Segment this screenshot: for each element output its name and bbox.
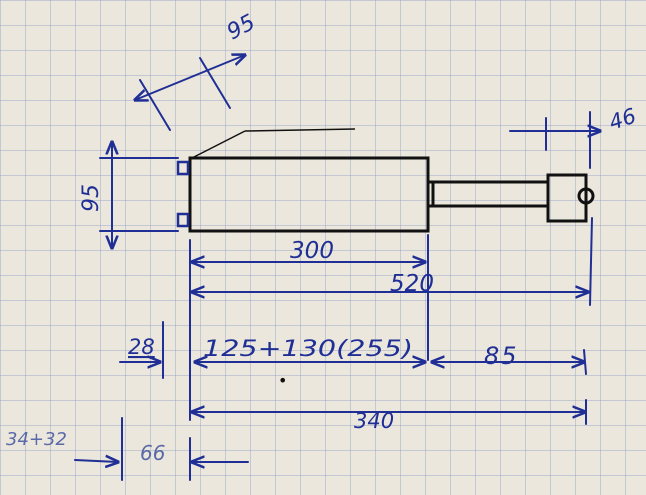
right-end-tick [583, 349, 587, 375]
mount-slope-line [191, 130, 246, 159]
dim-label-lower-span: 340 [354, 409, 394, 433]
lower-port [176, 212, 190, 228]
eye-hole [577, 187, 595, 205]
part-outline [176, 156, 595, 233]
dim-label-left-offset: 28 [128, 335, 155, 359]
mount-top-line [244, 128, 356, 132]
dim-label-middle-segment: 125+130(255) [203, 337, 413, 362]
tip-ext-right-long [589, 217, 593, 306]
upper-port [176, 160, 190, 176]
dim-label-bottom-gap: 66 [140, 441, 165, 465]
diag-dim-line [135, 55, 245, 100]
dim-label-body-length: 300 [290, 238, 334, 264]
ink-dot: • [278, 371, 287, 390]
dim-label-total-length: 520 [390, 271, 434, 297]
diag-ext-left [139, 79, 171, 131]
dimension-lines [74, 55, 600, 481]
diag-ext-right [199, 57, 231, 109]
rod-eye [546, 173, 588, 223]
dim-label-right-segment: 85 [484, 342, 519, 370]
dim-label-height: 95 [79, 184, 104, 212]
bottom-left-dim-line [74, 460, 118, 462]
dim-label-bottom-left: 34+32 [6, 429, 67, 450]
cylinder-body [188, 156, 430, 233]
